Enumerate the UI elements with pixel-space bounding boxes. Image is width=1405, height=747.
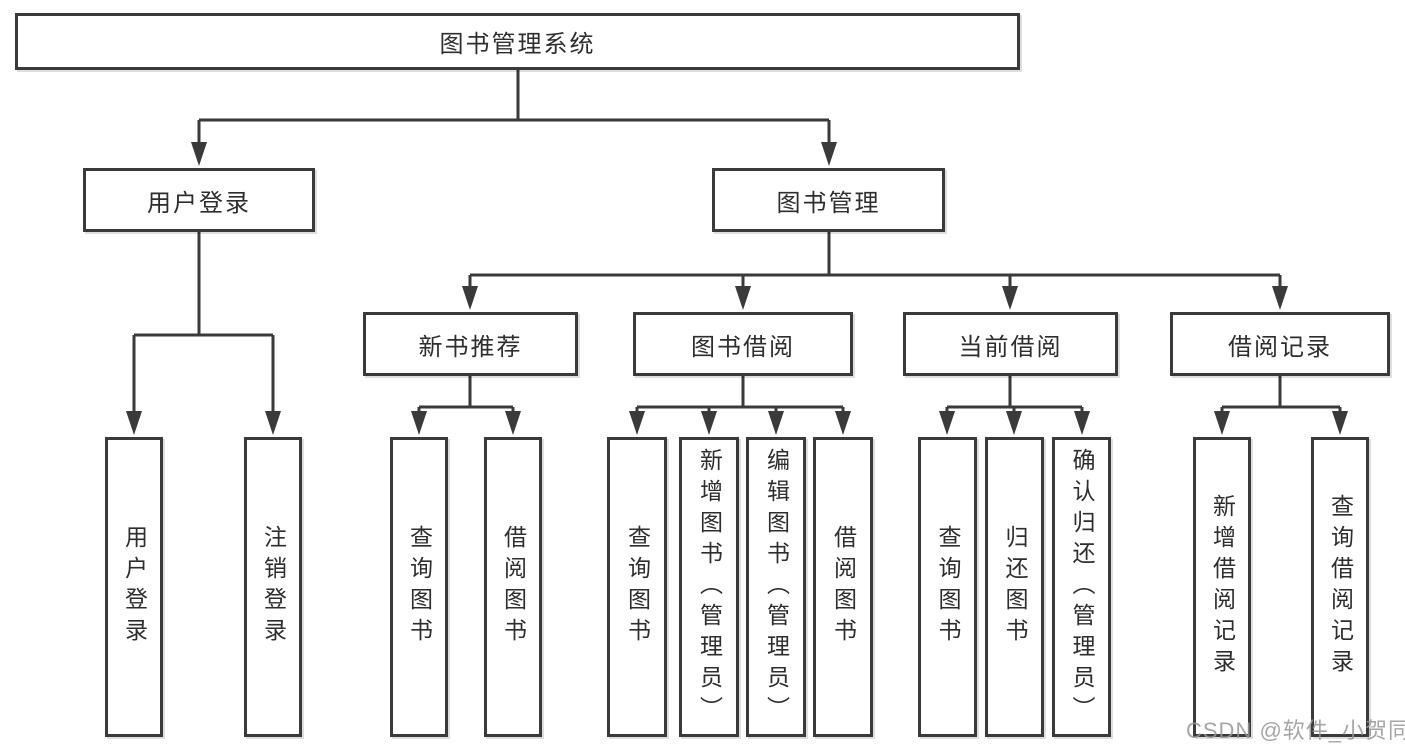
node-borrowing-records: 借阅记录 (1170, 312, 1390, 376)
csdn-watermark: CSDN @软件_小贺同学 (1186, 718, 1405, 743)
node-root-label: 图书管理系统 (439, 31, 596, 58)
leaf-br-add-record: 新增借阅记录 (1193, 437, 1251, 737)
node-book-borrowing: 图书借阅 (633, 312, 853, 376)
leaf-bb-edit-books-admin-label: 编辑图书（管理员） (763, 447, 790, 727)
leaf-bb-add-books-admin-label: 新增图书（管理员） (696, 447, 723, 727)
leaf-cb-query-books: 查询图书 (918, 437, 977, 737)
node-book-borrowing-label: 图书借阅 (691, 333, 795, 361)
node-new-book-recommendation: 新书推荐 (363, 312, 578, 376)
leaf-bb-borrow-books-label: 借阅图书 (830, 525, 857, 649)
leaf-cb-confirm-return-admin-label: 确认归还（管理员） (1069, 447, 1095, 727)
node-borrowing-records-label: 借阅记录 (1228, 333, 1332, 361)
node-new-book-recommendation-label: 新书推荐 (418, 333, 523, 361)
connector-root-to-level2 (191, 70, 837, 166)
leaf-user-login-label: 用户登录 (121, 525, 148, 649)
leaf-cb-query-books-label: 查询图书 (935, 525, 961, 649)
connector-current-borrowing-branch (939, 376, 1090, 435)
leaf-br-query-record: 查询借阅记录 (1311, 437, 1369, 737)
leaf-bb-add-books-admin: 新增图书（管理员） (679, 437, 739, 737)
node-current-borrowing-label: 当前借阅 (958, 333, 1063, 361)
node-book-management-label: 图书管理 (776, 189, 881, 217)
connector-book-borrowing-branch (629, 376, 851, 435)
connector-book-management-branch (462, 232, 1288, 310)
leaf-cb-return-books: 归还图书 (985, 437, 1044, 737)
leaf-bb-borrow-books: 借阅图书 (813, 437, 873, 737)
leaf-br-add-record-label: 新增借阅记录 (1209, 494, 1236, 680)
leaf-bb-edit-books-admin: 编辑图书（管理员） (746, 437, 806, 737)
leaf-bb-query-books: 查询图书 (607, 437, 667, 737)
leaf-user-login: 用户登录 (105, 437, 163, 737)
node-user-login-label: 用户登录 (147, 189, 251, 217)
leaf-nbr-borrow-books: 借阅图书 (484, 437, 542, 737)
connector-user-login-branch (126, 232, 281, 435)
node-book-management: 图书管理 (712, 168, 945, 232)
leaf-cb-confirm-return-admin: 确认归还（管理员） (1052, 437, 1111, 737)
leaf-logout-label: 注销登录 (260, 525, 287, 649)
connector-new-book-recommendation-branch (411, 376, 521, 435)
leaf-bb-query-books-label: 查询图书 (624, 525, 651, 649)
leaf-nbr-borrow-books-label: 借阅图书 (500, 525, 527, 649)
node-root: 图书管理系统 (15, 13, 1020, 70)
leaf-br-query-record-label: 查询借阅记录 (1327, 494, 1354, 680)
node-user-login: 用户登录 (83, 168, 315, 232)
connector-borrowing-records-branch (1214, 376, 1348, 435)
leaf-cb-return-books-label: 归还图书 (1002, 525, 1028, 649)
leaf-logout: 注销登录 (244, 437, 302, 737)
leaf-nbr-query-books: 查询图书 (390, 437, 448, 737)
node-current-borrowing: 当前借阅 (903, 312, 1118, 376)
leaf-nbr-query-books-label: 查询图书 (406, 525, 433, 649)
